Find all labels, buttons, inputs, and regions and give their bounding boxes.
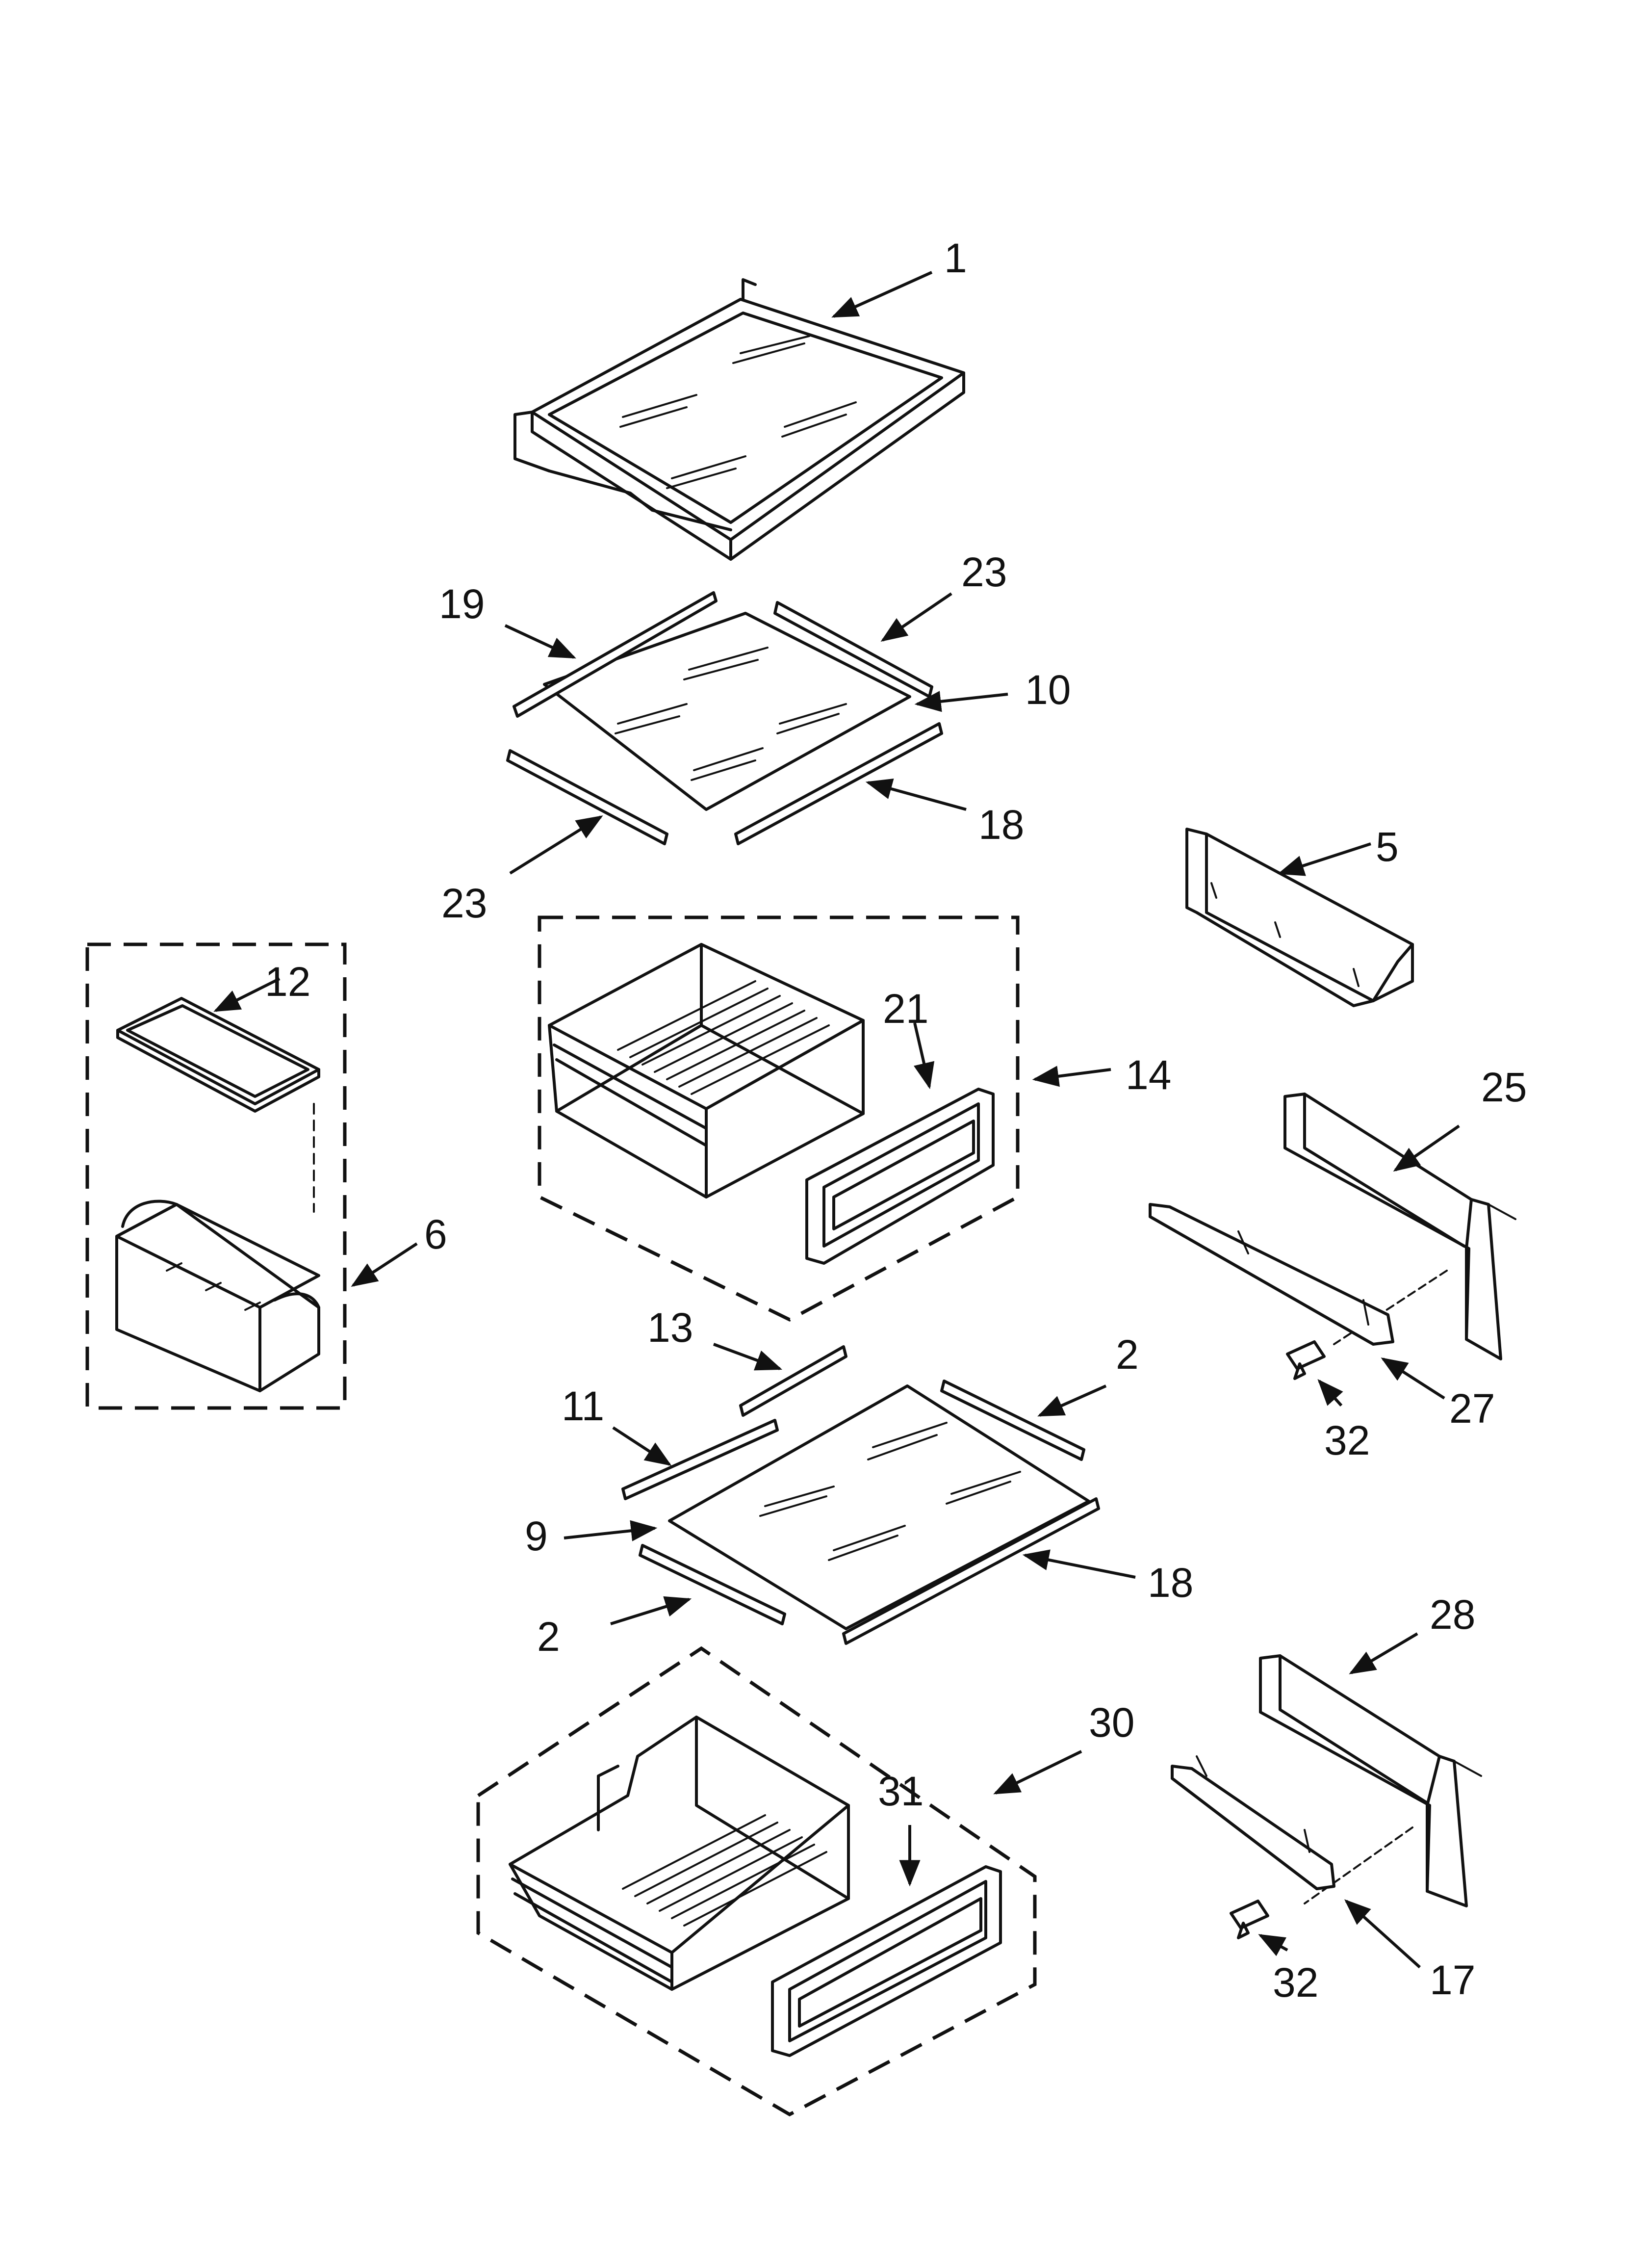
callout-labels: 1 19 23 10 18 23 5 12 21 14 25 6 13 2 11…: [265, 235, 1527, 2006]
callout-2-bottom: 2: [537, 1614, 560, 1660]
callout-11: 11: [562, 1383, 604, 1429]
callout-14: 14: [1126, 1052, 1171, 1098]
callout-23-top: 23: [961, 549, 1007, 595]
trim-part-2-top: [940, 1380, 1085, 1461]
crisper-front-part-31: [771, 1865, 1002, 2057]
crisper-part-30: [509, 1716, 850, 1991]
glass-panel-part-10: [543, 612, 911, 811]
callout-6: 6: [424, 1211, 447, 1257]
callout-17: 17: [1430, 1957, 1475, 2003]
trim-part-18-bottom: [842, 1497, 1100, 1645]
callout-13: 13: [647, 1304, 693, 1351]
callout-10: 10: [1025, 667, 1071, 713]
callout-5: 5: [1376, 824, 1399, 870]
callout-32-upper: 32: [1324, 1417, 1370, 1463]
callout-25: 25: [1481, 1064, 1527, 1110]
bin-part-6: [115, 1103, 320, 1392]
trim-part-2-bottom: [639, 1544, 786, 1625]
crisper-part-14: [548, 943, 865, 1199]
screw-part-32-upper: [1286, 1340, 1326, 1380]
slide-cover-part-25: [1283, 1093, 1516, 1360]
callout-28: 28: [1430, 1591, 1475, 1638]
callout-21: 21: [883, 986, 928, 1032]
callout-1: 1: [944, 235, 967, 281]
trim-part-19: [513, 591, 718, 718]
assembly-outline-part-30: [476, 1646, 1037, 2117]
callout-19: 19: [439, 581, 485, 627]
trim-part-11: [621, 1419, 779, 1500]
callout-2-top: 2: [1116, 1331, 1139, 1378]
assembly-outline-part-14: [538, 915, 1020, 1322]
screw-part-32-lower: [1230, 1900, 1269, 1939]
lid-part-12: [116, 997, 320, 1113]
callout-12: 12: [265, 959, 310, 1005]
callout-23-bottom: 23: [441, 880, 487, 926]
assembly-outline-part-6: [85, 942, 347, 1410]
crisper-front-part-21: [805, 1088, 995, 1265]
callout-18-bottom: 18: [1148, 1560, 1193, 1606]
callout-18-top: 18: [978, 802, 1024, 848]
callout-32-lower: 32: [1273, 1959, 1318, 2006]
trim-part-13: [739, 1345, 847, 1417]
cover-part-5: [1185, 828, 1414, 1007]
trim-part-18-top: [734, 722, 943, 845]
trim-part-23-bottom: [506, 749, 668, 845]
callout-31: 31: [878, 1768, 924, 1814]
slide-rail-part-17: [1171, 1755, 1335, 1890]
callout-27: 27: [1449, 1385, 1495, 1432]
callout-30: 30: [1089, 1699, 1134, 1746]
callout-9: 9: [525, 1513, 548, 1559]
shelf-assembly-part-1: [513, 278, 965, 561]
slide-rail-part-27: [1149, 1203, 1394, 1346]
slide-cover-part-28: [1259, 1654, 1482, 1907]
